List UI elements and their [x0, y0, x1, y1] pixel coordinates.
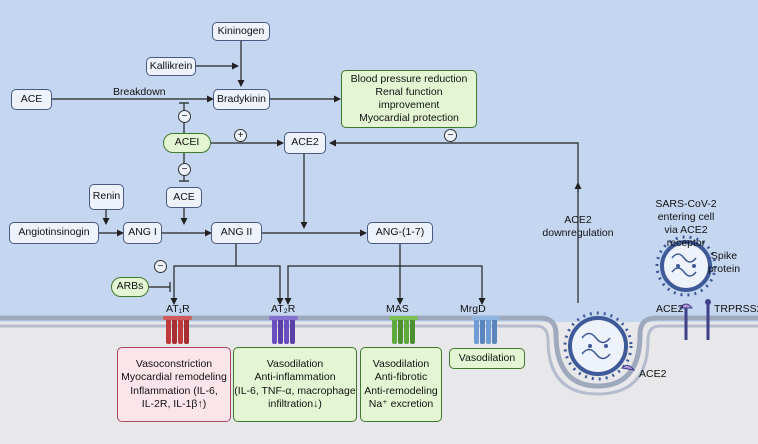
at1r-label: AT₁R [166, 303, 190, 315]
virus-caption: SARS-CoV-2 entering cell via ACE2 recept… [634, 198, 738, 251]
arrow-ang17-at2r [284, 244, 401, 305]
bradykinin-effects-box: Blood pressure reduction Renal function … [341, 70, 477, 128]
ace-node-mid: ACE [166, 187, 202, 208]
effect-line: Renal function [375, 85, 443, 98]
effect-line: Vasodilation [372, 358, 430, 371]
ang17-node: ANG-(1-7) [367, 222, 433, 244]
bradykinin-node: Bradykinin [213, 89, 270, 110]
effect-line: Anti-remodeling [364, 384, 438, 397]
acei-node: ACEI [163, 133, 211, 153]
virus-entering-icon [655, 235, 717, 297]
ang1-node: ANG I [123, 222, 162, 244]
effect-line: improvement [378, 99, 440, 111]
minus-sign: − [154, 260, 167, 273]
effect-line: Inflammation (IL-6, [130, 384, 218, 397]
effect-line: Anti-inflammation [254, 371, 336, 384]
inhibit-arbs-at1r [149, 282, 171, 292]
caption-line: via ACE2 [664, 224, 708, 237]
ace2-receptor-label: ACE2 [656, 303, 684, 315]
ace2-downregulation-label: ACE2 downregulation [535, 214, 621, 240]
ace2-node: ACE2 [284, 132, 326, 154]
spike-line: Spike [710, 250, 738, 262]
spike-line: protein [707, 263, 741, 276]
arrow-ang17-mrgd [400, 265, 486, 305]
minus-sign: − [178, 110, 191, 123]
ang2-node: ANG II [211, 222, 262, 244]
renin-node: Renin [89, 184, 124, 210]
breakdown-label: Breakdown [113, 86, 166, 98]
plus-sign: + [234, 129, 247, 142]
effect-line: IL-2R, IL-1β↑) [141, 397, 207, 410]
caption-line: receptor [666, 237, 706, 250]
at1r-effects-box: Vasoconstriction Myocardial remodeling I… [117, 347, 231, 422]
mas-receptor-icon [389, 316, 418, 344]
effect-line: Vasoconstriction [135, 358, 213, 371]
mas-effects-box: Vasodilation Anti-fibrotic Anti-remodeli… [360, 347, 442, 422]
ace2-virus-label: ACE2 [639, 368, 667, 380]
minus-sign: − [178, 163, 191, 176]
ace-node-top: ACE [11, 89, 52, 110]
kininogen-node: Kininogen [212, 22, 270, 41]
caption-line: entering cell [657, 211, 715, 224]
at2r-label: AT₂R [271, 303, 296, 315]
effect-line: Myocardial protection [359, 112, 459, 125]
effect-line: Blood pressure reduction [350, 72, 468, 85]
mrgd-receptor-icon [471, 316, 500, 344]
kallikrein-node: Kallikrein [146, 57, 196, 76]
effect-line: Anti-fibrotic [374, 371, 428, 384]
effect-line: Vasodilation [266, 358, 324, 371]
tmprss2-icon [705, 299, 711, 340]
virus-endocytosed-icon [563, 311, 636, 381]
cell-membrane-inner [0, 324, 758, 396]
arrow-ace2-downregulation [329, 139, 579, 303]
extracellular-background [0, 0, 758, 322]
angiotensinogen-node: Angiotinsinogin [9, 222, 99, 244]
tmprss2-label: TRPRSS2 [714, 303, 758, 315]
cell-membrane [0, 315, 758, 389]
arrow-ang2-at1r [170, 244, 237, 305]
at2r-effects-box: Vasodilation Anti-inflammation (IL-6, TN… [233, 347, 357, 422]
at2r-receptor-icon [269, 316, 298, 344]
arrow-ang2-at2r [236, 265, 284, 305]
spike-protein-label: Spike protein [697, 250, 751, 276]
effect-line: (IL-6, TNF-α, macrophage [234, 384, 356, 397]
label-line: downregulation [542, 227, 614, 240]
minus-sign: − [444, 129, 457, 142]
effect-line: Myocardial remodeling [121, 371, 227, 384]
at1r-receptor-icon [163, 316, 192, 344]
mrgd-label: MrgD [460, 303, 486, 315]
caption-line: SARS-CoV-2 [655, 198, 717, 210]
mrgd-effects-box: Vasodilation [449, 348, 525, 369]
effect-line: Na⁺ excretion [368, 397, 434, 410]
label-line: ACE2 [564, 214, 592, 226]
arbs-node: ARBs [111, 277, 149, 297]
mas-label: MAS [386, 303, 409, 315]
effect-line: infiltration↓) [268, 397, 322, 410]
ace2-receptor-icon [678, 303, 694, 340]
